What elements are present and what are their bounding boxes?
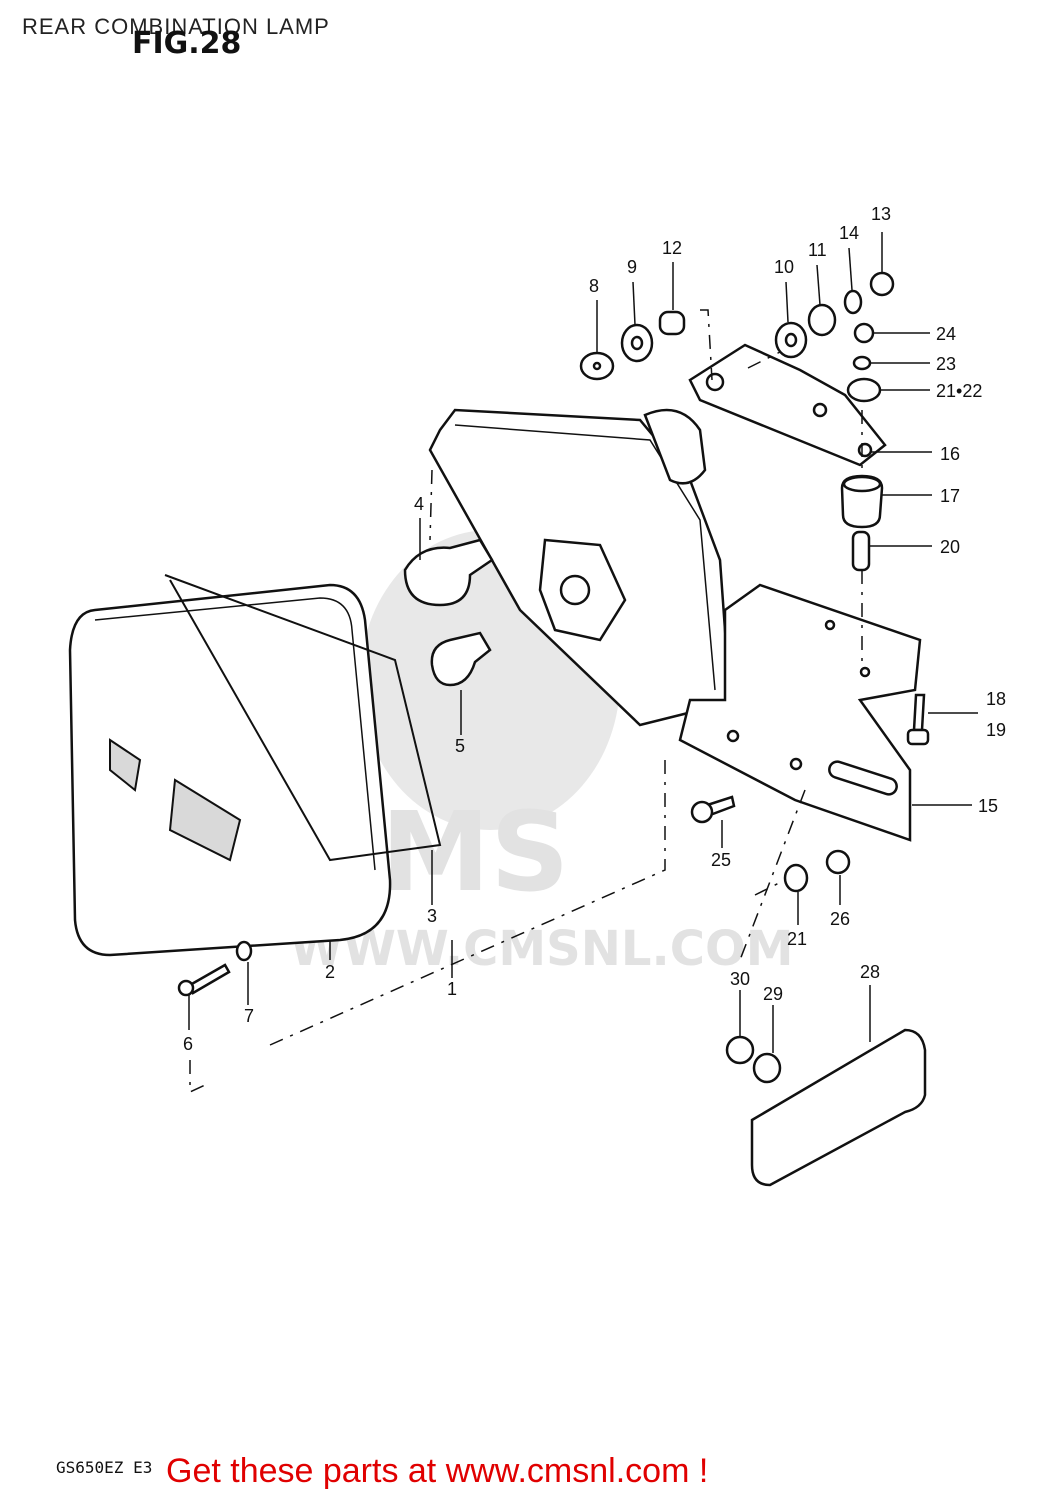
washer-11: [807, 303, 837, 337]
nut-30: [725, 1035, 755, 1065]
promo-link[interactable]: Get these parts at www.cmsnl.com !: [166, 1452, 709, 1490]
figure-label: FIG.28: [132, 26, 242, 61]
screw-25: [690, 795, 736, 824]
callout-18: 18: [986, 689, 1006, 709]
collar-12: [658, 310, 686, 336]
washer-21-22: [846, 377, 882, 403]
callout-19: 19: [986, 720, 1006, 740]
leader-lines: [188, 232, 978, 1053]
plate-bracket: [678, 583, 922, 842]
lock-washer-14: [843, 289, 863, 315]
collar: [851, 530, 871, 572]
callout-25: 25: [711, 850, 731, 870]
callout-27: 21: [787, 929, 807, 949]
screw-6: [177, 963, 231, 997]
bulb-large: [403, 538, 494, 607]
washer-10: [774, 321, 808, 359]
callout-14: 14: [839, 223, 859, 243]
washer-27: [783, 863, 809, 893]
callout-9: 9: [627, 257, 637, 277]
bulb-small: [430, 631, 492, 687]
callout-4: 4: [414, 494, 424, 514]
callout-2: 2: [325, 962, 335, 982]
washer-7: [235, 940, 253, 962]
callout-30: 30: [730, 969, 750, 989]
callout-10: 10: [774, 257, 794, 277]
callout-1: 1: [447, 979, 457, 999]
callout-16: 16: [940, 444, 960, 464]
callouts: 8 9 12 10 11 14 13 24 23 21•22 16 17 20 …: [183, 204, 1006, 1054]
grommet: [840, 474, 884, 529]
callout-26: 26: [830, 909, 850, 929]
lens-gasket: [164, 574, 442, 862]
nut-26: [825, 849, 851, 875]
washer-8: [579, 351, 615, 381]
callout-3: 3: [427, 906, 437, 926]
callout-15: 15: [978, 796, 998, 816]
callout-24: 24: [936, 324, 956, 344]
nut-13: [869, 271, 895, 297]
callout-7: 7: [244, 1006, 254, 1026]
callout-29: 29: [763, 984, 783, 1004]
callout-28: 28: [860, 962, 880, 982]
callout-5: 5: [455, 736, 465, 756]
callout-17: 17: [940, 486, 960, 506]
callout-13: 13: [871, 204, 891, 224]
page-title: REAR COMBINATION LAMP: [22, 14, 330, 39]
callout-8: 8: [589, 276, 599, 296]
lamp-lens: [68, 583, 392, 957]
watermark-url: WWW.CMSNL.COM: [290, 921, 794, 977]
callout-21-22: 21•22: [936, 381, 982, 401]
washer-9: [620, 323, 654, 363]
nut-24: [853, 322, 875, 344]
bolt-18: [906, 693, 930, 746]
callout-12: 12: [662, 238, 682, 258]
reflector: [750, 1028, 927, 1187]
callout-11: 11: [808, 240, 827, 260]
assembly-lines: [189, 309, 863, 1094]
callout-20: 20: [940, 537, 960, 557]
model-code: GS650EZ E3: [56, 1458, 153, 1477]
callout-23: 23: [936, 354, 956, 374]
washer-29: [752, 1052, 782, 1084]
callout-6: 6: [183, 1034, 193, 1054]
washer-23: [852, 355, 872, 371]
